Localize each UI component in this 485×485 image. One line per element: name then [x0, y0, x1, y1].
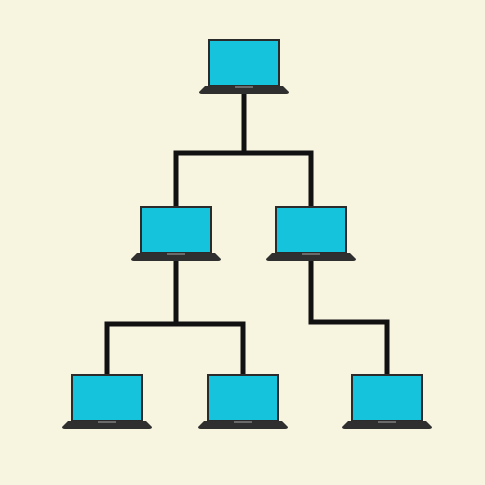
laptop-node-root: [199, 39, 289, 94]
laptop-icon: [198, 374, 288, 429]
laptop-icon: [131, 206, 221, 261]
laptop-node-right-child: [342, 374, 432, 429]
laptop-hinge: [302, 253, 320, 255]
laptop-icon: [199, 39, 289, 94]
laptop-base: [342, 421, 432, 429]
laptop-screen: [275, 206, 347, 254]
laptop-icon: [266, 206, 356, 261]
laptop-screen: [207, 374, 279, 422]
laptop-hinge: [98, 421, 116, 423]
laptop-screen: [71, 374, 143, 422]
connection-right-to-child: [308, 260, 390, 378]
laptop-icon: [342, 374, 432, 429]
laptop-screen: [208, 39, 280, 87]
laptop-base: [198, 421, 288, 429]
laptop-base: [131, 253, 221, 261]
laptop-base: [62, 421, 152, 429]
laptop-node-left: [131, 206, 221, 261]
laptop-hinge: [378, 421, 396, 423]
laptop-node-right: [266, 206, 356, 261]
laptop-screen: [351, 374, 423, 422]
laptop-node-left-right: [198, 374, 288, 429]
laptop-hinge: [234, 421, 252, 423]
laptop-base: [199, 86, 289, 94]
laptop-hinge: [235, 86, 253, 88]
laptop-node-left-left: [62, 374, 152, 429]
laptop-screen: [140, 206, 212, 254]
laptop-base: [266, 253, 356, 261]
connection-root-to-level1: [173, 93, 314, 210]
connection-left-to-children: [104, 260, 246, 378]
laptop-hinge: [167, 253, 185, 255]
network-connections: [104, 93, 390, 378]
network-nodes: [62, 39, 432, 429]
laptop-icon: [62, 374, 152, 429]
